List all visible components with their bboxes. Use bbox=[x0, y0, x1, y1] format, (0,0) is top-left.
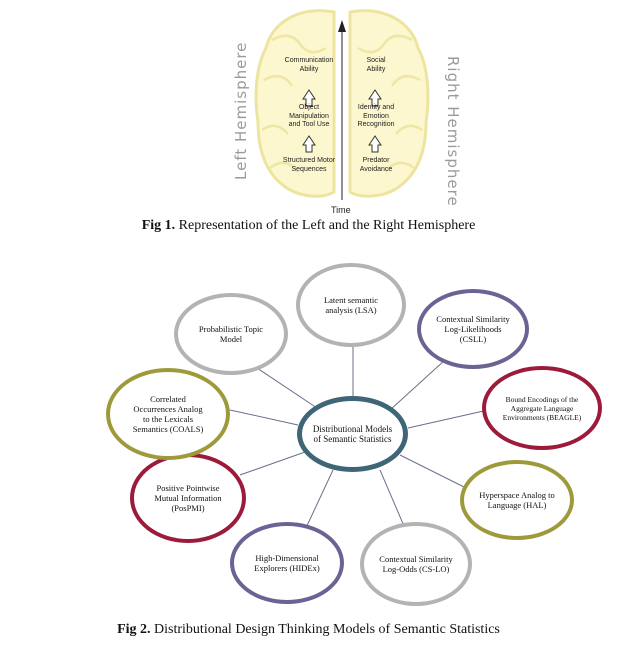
node-lsa: Latent semantic analysis (LSA) bbox=[296, 263, 406, 347]
center-node-distributional-models: Distributional Models of Semantic Statis… bbox=[297, 396, 408, 472]
node-probabilistic-topic-model: Probabilistic Topic Model bbox=[174, 293, 288, 375]
brain-box-identity-emotion: Identity and Emotion Recognition bbox=[357, 104, 395, 128]
up-arrow-icon bbox=[302, 89, 316, 107]
brain-box-predator: Predator Avoidance bbox=[359, 157, 393, 173]
caption-text: Distributional Design Thinking Models of… bbox=[150, 622, 500, 637]
left-hemisphere-shape bbox=[254, 9, 336, 198]
node-beagle: Bound Encodings of the Aggregate Languag… bbox=[482, 366, 602, 450]
connector-line bbox=[407, 409, 489, 429]
brain-box-motor-sequences: Structured Motor Sequences bbox=[282, 157, 336, 173]
time-axis-label: Time bbox=[331, 205, 351, 215]
node-hal: Hyperspace Analog to Language (HAL) bbox=[460, 460, 574, 540]
connector-line bbox=[239, 451, 306, 476]
caption-prefix: Fig 2. bbox=[117, 622, 151, 637]
caption-text: Representation of the Left and the Right… bbox=[175, 218, 476, 233]
connector-line bbox=[304, 469, 334, 531]
node-cs-lo: Contextual Similarity Log-Odds (CS-LO) bbox=[360, 522, 472, 606]
connector-line bbox=[389, 359, 446, 411]
connector-line bbox=[399, 454, 471, 491]
node-coals: Correlated Occurrences Analog to the Lex… bbox=[106, 368, 230, 460]
figure-1-caption: Fig 1. Representation of the Left and th… bbox=[0, 218, 617, 234]
up-arrow-icon bbox=[302, 135, 316, 153]
brain-box-social: Social Ability bbox=[366, 57, 386, 73]
caption-prefix: Fig 1. bbox=[141, 218, 176, 233]
figure-1: Left Hemisphere Right Hemisphere Communi… bbox=[0, 0, 617, 215]
node-hidex: High-Dimensional Explorers (HIDEx) bbox=[230, 522, 344, 604]
up-arrow-icon bbox=[368, 89, 382, 107]
node-pospmi: Positive Pointwise Mutual Information (P… bbox=[130, 453, 246, 543]
figure-2-caption: Fig 2. Distributional Design Thinking Mo… bbox=[0, 622, 617, 638]
up-arrow-icon bbox=[368, 135, 382, 153]
node-csll: Contextual Similarity Log-Likelihoods (C… bbox=[417, 289, 529, 369]
brain-illustration bbox=[254, 9, 430, 200]
right-hemisphere-shape bbox=[348, 9, 430, 198]
brain-box-object-manipulation: Object Manipulation and Tool Use bbox=[288, 104, 330, 128]
connector-line bbox=[229, 409, 299, 426]
brain-box-communication: Communication Ability bbox=[284, 57, 334, 73]
